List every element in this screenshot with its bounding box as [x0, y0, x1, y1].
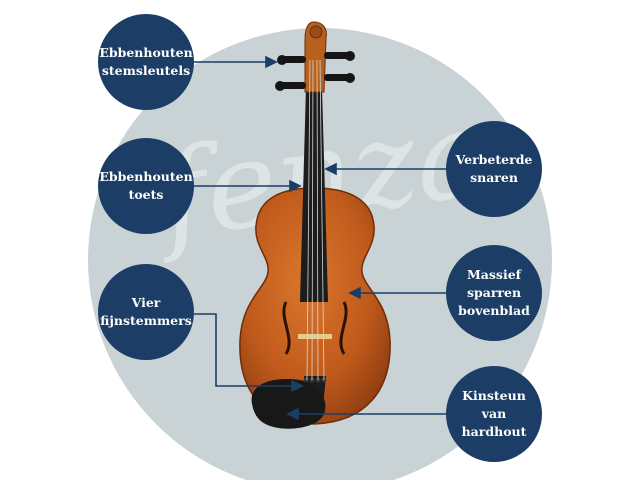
strings-label-line-2: snaren	[470, 170, 518, 185]
fingerboard-label-line-1: Ebbenhouten	[99, 168, 193, 184]
pegs-label-line-1: Ebbenhouten	[99, 44, 193, 60]
fine-tuners-label: Vier fijnstemmers	[98, 264, 194, 360]
top-plate-label: Massief sparren bovenblad	[446, 245, 542, 341]
chinrest	[251, 379, 326, 429]
fingerboard-label: Ebbenhouten toets	[98, 138, 194, 234]
violin-scroll	[304, 21, 327, 93]
strings-label-line-1: Verbeterde	[455, 151, 533, 167]
pegs-label: Ebbenhouten stemsleutels	[98, 14, 194, 110]
scroll-curl	[309, 25, 323, 39]
violin-strings	[306, 59, 325, 381]
fine-tuners-label-line-1: Vier	[131, 294, 161, 310]
top-plate-label-line-2: sparren	[466, 284, 522, 300]
chinrest-label-line-1: Kinsteun van	[462, 387, 526, 421]
right-f-hole	[339, 301, 348, 355]
violin	[239, 21, 391, 429]
left-f-hole	[282, 301, 291, 355]
pointer-lines	[194, 55, 446, 421]
chinrest-label: Kinsteun van hardhout	[446, 366, 542, 462]
violin-body	[239, 187, 391, 425]
tuning-pegs	[275, 51, 355, 91]
strings-label: Verbeterde snaren	[446, 121, 542, 217]
fingerboard-label-line-2: toets	[128, 187, 164, 202]
top-plate-label-line-1: Massief	[466, 266, 522, 282]
chinrest-label-line-2: hardhout	[461, 424, 527, 440]
top-plate-label-line-3: bovenblad	[458, 303, 530, 319]
violin-bridge	[298, 334, 332, 339]
fine-tuners-label-line-2: fijnstemmers	[100, 313, 192, 328]
pegs-label-line-2: stemsleutels	[101, 63, 191, 78]
